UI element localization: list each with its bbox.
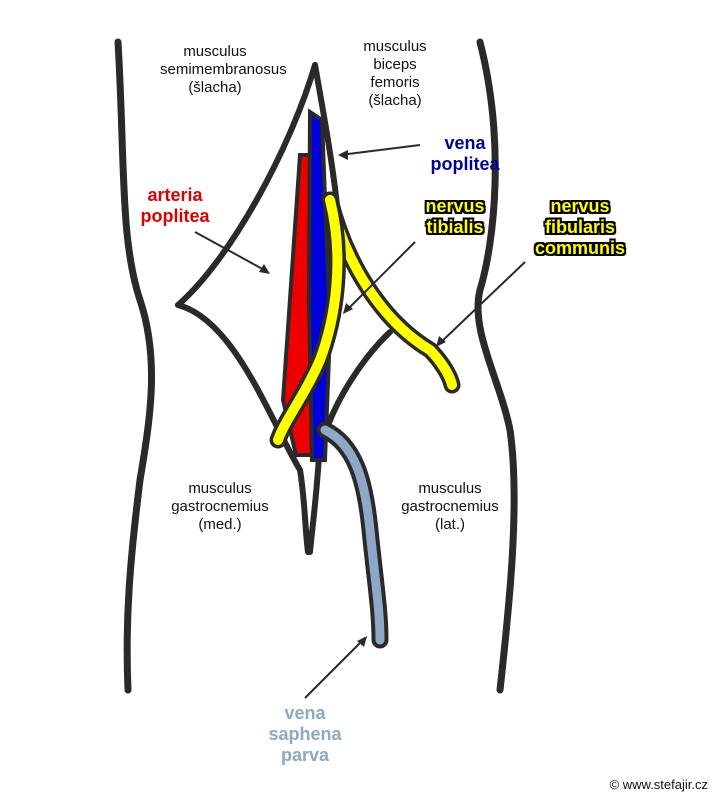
vena-poplitea-vessel <box>306 108 333 462</box>
pointer-nervus-fibularis <box>437 261 526 346</box>
leg-outline-right <box>474 38 518 694</box>
gastrocnemius-lat-border <box>307 329 393 555</box>
label-gastrocnemius-lat: musculus gastrocnemius (lat.) <box>401 480 499 533</box>
label-nervus-fibularis: nervus fibularis communis <box>534 196 626 258</box>
label-arteria-poplitea: arteria poplitea <box>140 185 210 226</box>
label-vena-poplitea: vena poplitea <box>430 133 500 174</box>
arrowhead-arteria-poplitea <box>259 264 270 274</box>
semimembranosus-border <box>175 62 318 308</box>
pointer-nervus-tibialis <box>344 241 416 313</box>
pointer-vena-saphena <box>304 637 366 699</box>
arrowhead-vena-saphena <box>357 636 367 647</box>
label-biceps-femoris: musculus biceps femoris (šlacha) <box>363 38 427 109</box>
label-vena-saphena-parva: vena saphena parva <box>268 703 342 765</box>
arrowhead-vena-poplitea <box>338 150 348 160</box>
leg-outline-left <box>114 38 156 694</box>
copyright-text: © www.stefajir.cz <box>609 777 708 792</box>
arrowhead-nervus-fibularis <box>436 336 446 347</box>
label-semimembranosus: musculus semimembranosus (šlacha) <box>160 43 287 96</box>
label-gastrocnemius-med: musculus gastrocnemius (med.) <box>171 480 269 533</box>
gastrocnemius-med-border <box>175 302 311 555</box>
label-nervus-tibialis: nervus tibialis <box>425 196 485 237</box>
vena-saphena-parva-vessel-fill <box>320 425 385 645</box>
nervus-tibialis-nerve-fill <box>273 195 343 445</box>
pointer-arteria-poplitea <box>194 231 269 273</box>
arrowhead-nervus-tibialis <box>343 303 353 314</box>
pointer-vena-poplitea <box>339 144 421 156</box>
